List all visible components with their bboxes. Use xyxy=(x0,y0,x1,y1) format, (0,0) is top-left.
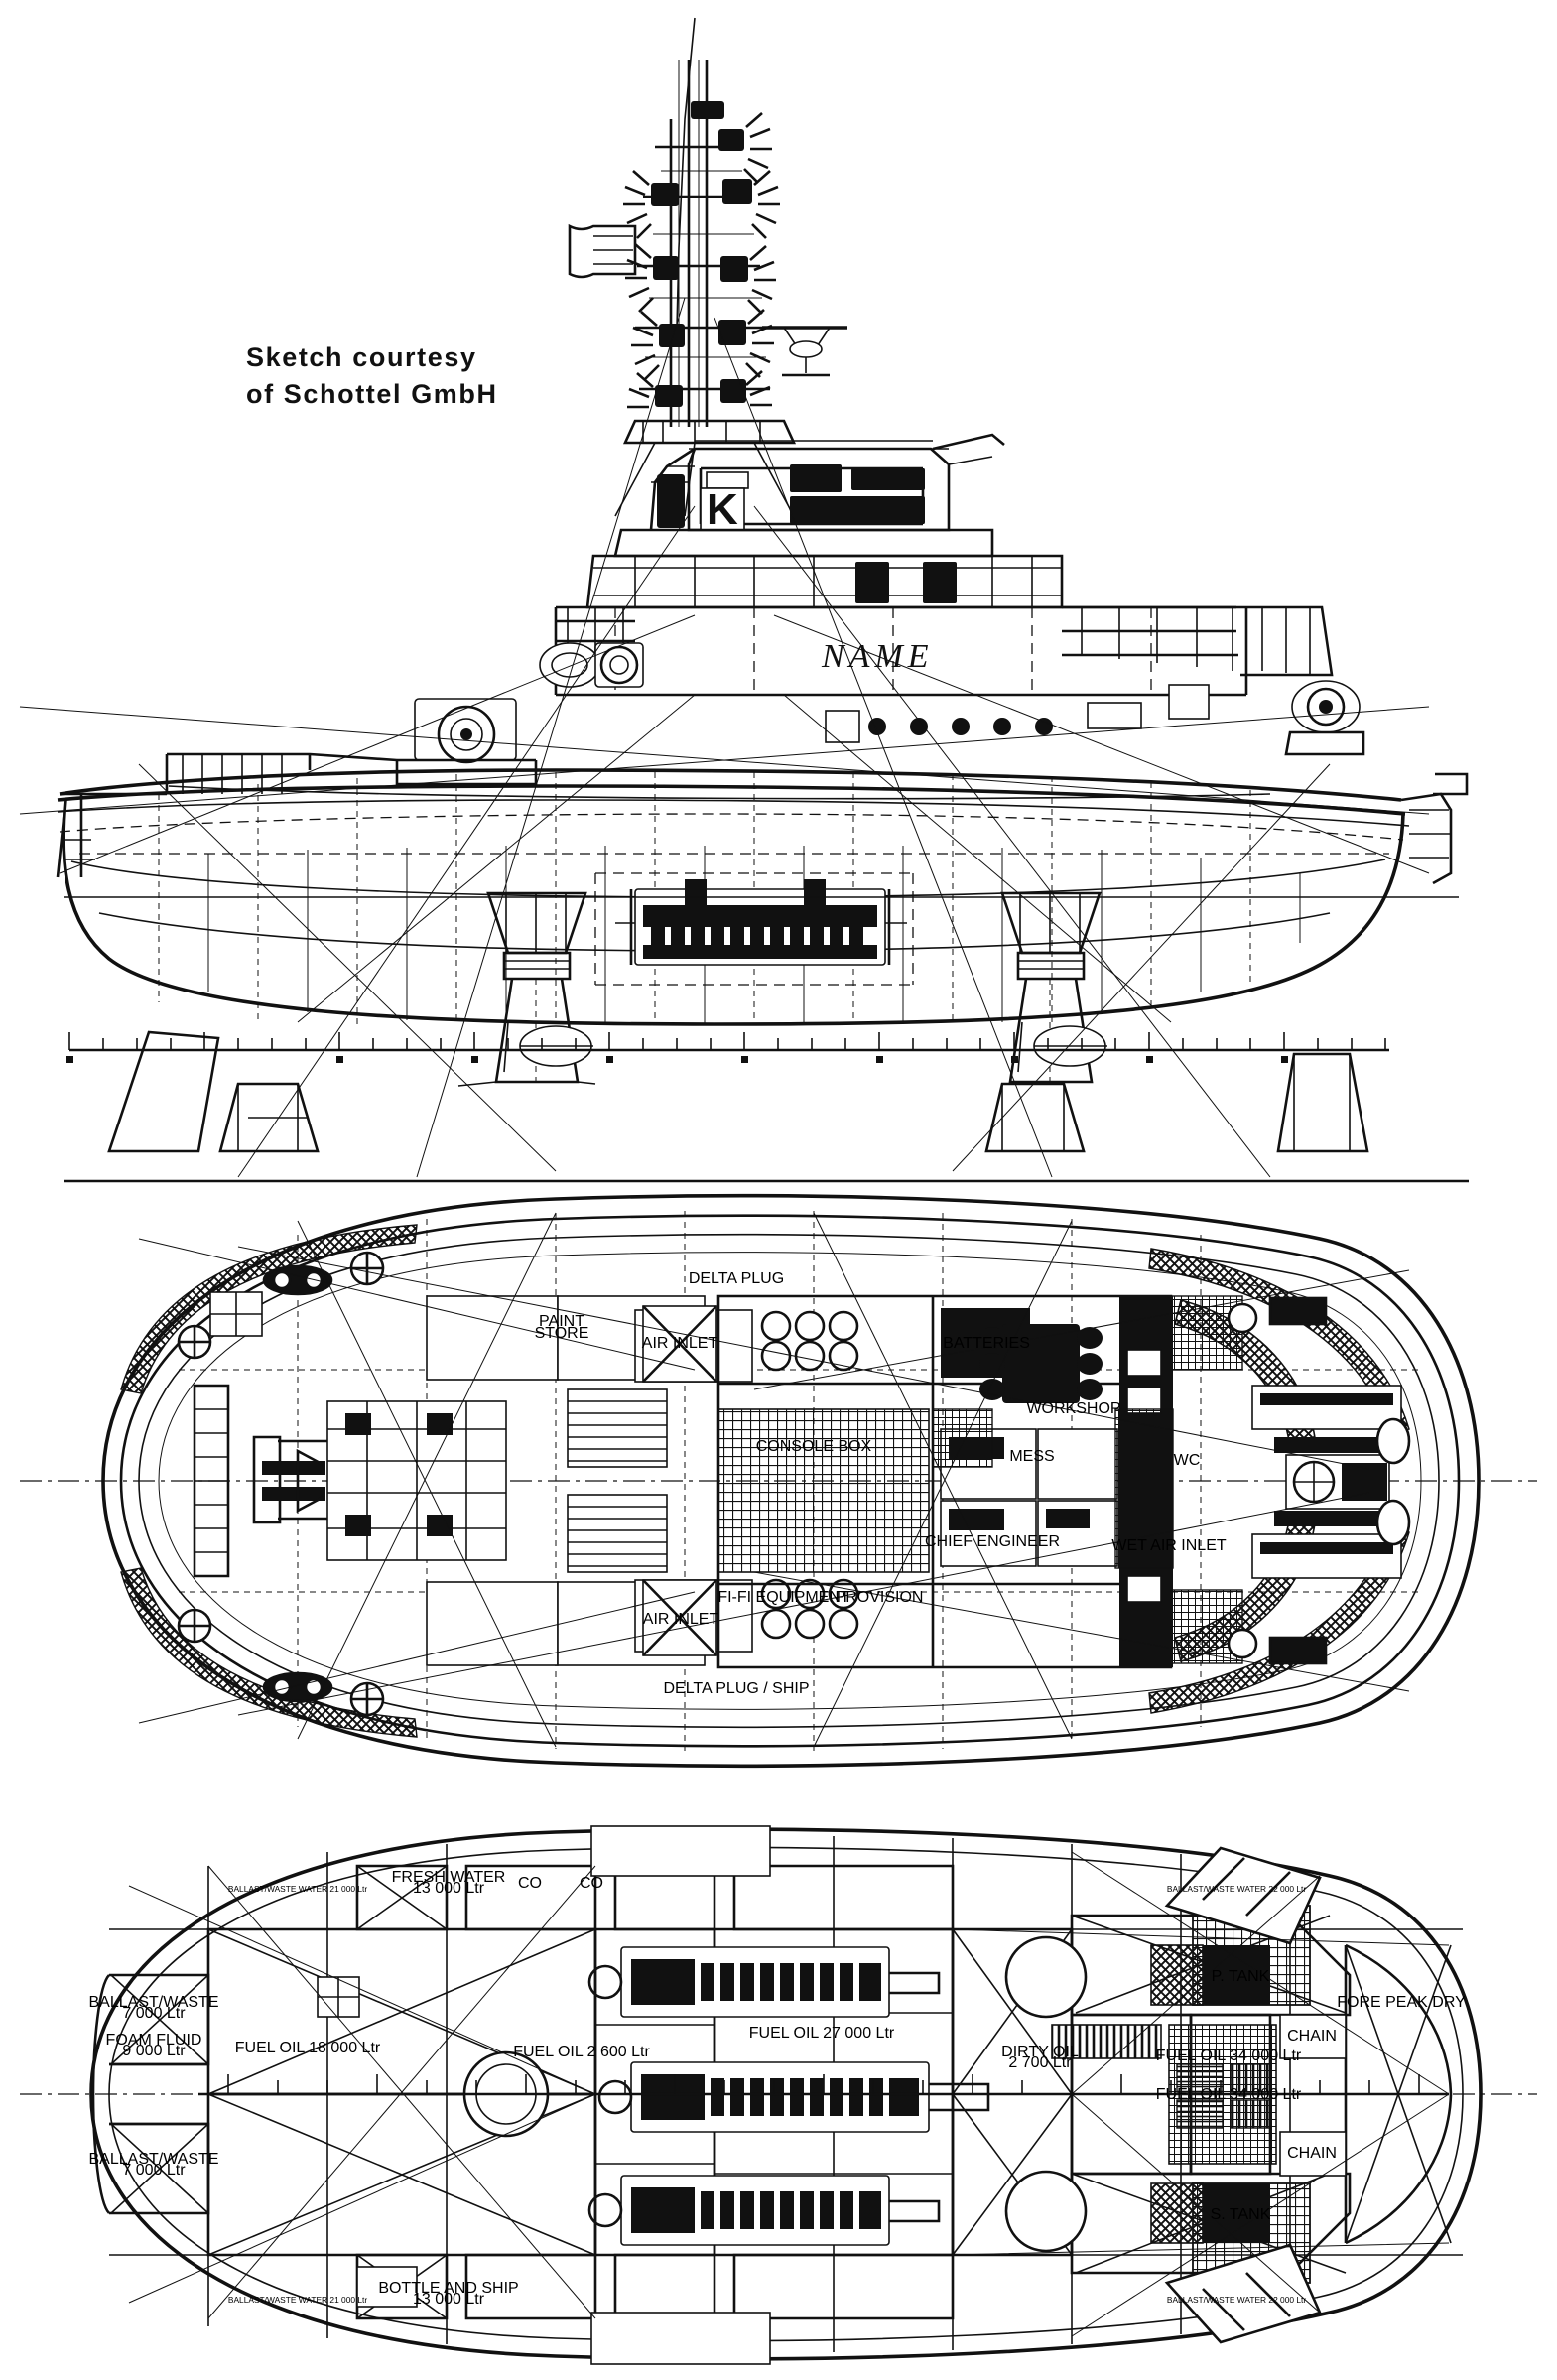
svg-text:BALLAST/WASTE WATER 22 000 Ltr: BALLAST/WASTE WATER 22 000 Ltr xyxy=(1167,1884,1306,1894)
svg-text:FI-FI EQUIPMENT: FI-FI EQUIPMENT xyxy=(717,1589,850,1606)
svg-text:WET AIR INLET: WET AIR INLET xyxy=(1111,1537,1227,1554)
svg-text:DELTA PLUG / SHIP: DELTA PLUG / SHIP xyxy=(663,1680,809,1697)
svg-text:AIR INLET: AIR INLET xyxy=(643,1611,719,1628)
svg-text:WC: WC xyxy=(1174,1452,1201,1469)
light-rays-icon xyxy=(623,112,780,409)
svg-text:PROVISION: PROVISION xyxy=(836,1589,924,1606)
svg-text:S. TANK: S. TANK xyxy=(1211,2206,1271,2223)
air-inlet-box xyxy=(642,1305,717,1656)
svg-text:FORE PEAK DRY: FORE PEAK DRY xyxy=(1337,1994,1466,2011)
svg-text:FUEL OIL 34 000 Ltr: FUEL OIL 34 000 Ltr xyxy=(1156,2086,1302,2103)
credit-note: Sketch courtesy of Schottel GmbH xyxy=(246,342,498,410)
plan-construction-lines xyxy=(138,1212,1410,1748)
signal-flag-icon xyxy=(568,223,637,279)
hawse-pipe xyxy=(1375,1417,1411,1546)
svg-text:CHAIN: CHAIN xyxy=(1287,2145,1337,2162)
svg-text:CO: CO xyxy=(518,1875,542,1892)
svg-text:BALLAST/WASTE WATER 21 000 Ltr: BALLAST/WASTE WATER 21 000 Ltr xyxy=(228,1884,367,1894)
deckhouse: NAME xyxy=(554,528,1248,743)
mess-table xyxy=(979,1324,1103,1403)
view-main-deck: PAINT STORE AIR INLET AIR INLET DELTA PL… xyxy=(20,1194,1537,1768)
svg-text:13 000 Ltr: 13 000 Ltr xyxy=(413,1880,485,1897)
svg-text:FRESH WATER: FRESH WATER xyxy=(392,1869,506,1886)
svg-text:K: K xyxy=(707,485,738,534)
stair-icon xyxy=(567,1388,668,1573)
svg-text:FUEL OIL 2 600 Ltr: FUEL OIL 2 600 Ltr xyxy=(513,2044,650,2060)
construction-lines xyxy=(19,297,1469,1183)
docking-blocks xyxy=(107,1030,1369,1153)
svg-text:7 000 Ltr: 7 000 Ltr xyxy=(122,2005,186,2022)
fore-compartments xyxy=(1051,1846,1347,2344)
wheelhouse: K xyxy=(649,433,1005,534)
svg-text:FOAM FLUID: FOAM FLUID xyxy=(106,2032,202,2049)
svg-text:7 000 Ltr: 7 000 Ltr xyxy=(122,2162,186,2179)
svg-text:WORKSHOP: WORKSHOP xyxy=(1026,1400,1120,1417)
tank-frame-scale xyxy=(198,2074,1449,2096)
funnel-logo-k: K xyxy=(700,485,745,534)
bulwark-hatching xyxy=(120,1224,1410,1738)
view-profile: K NAME xyxy=(19,17,1469,1183)
svg-text:BALLAST/WASTE WATER 22 000 Ltr: BALLAST/WASTE WATER 22 000 Ltr xyxy=(1167,2295,1306,2305)
railings xyxy=(556,605,1238,671)
svg-text:BALLAST/WASTE WATER 21 000 Ltr: BALLAST/WASTE WATER 21 000 Ltr xyxy=(228,2295,367,2305)
aft-fittings-tank xyxy=(317,1825,955,2365)
svg-text:DELTA PLUG: DELTA PLUG xyxy=(689,1270,784,1287)
svg-text:CHIEF ENGINEER: CHIEF ENGINEER xyxy=(925,1533,1060,1550)
svg-text:P. TANK: P. TANK xyxy=(1212,1968,1270,1985)
view-tank-plan: BALLAST/WASTE 7 000 Ltr FOAM FLUID 9 000… xyxy=(20,1825,1537,2365)
engine-block-icon xyxy=(643,879,877,959)
aft-tanks xyxy=(91,1974,111,2214)
frame-scale-profile xyxy=(66,1032,1389,1063)
engine-room-profile xyxy=(457,872,1107,1087)
svg-text:CO: CO xyxy=(580,1875,603,1892)
mast-assembly xyxy=(568,17,847,517)
svg-text:BALLAST/WASTE: BALLAST/WASTE xyxy=(89,2151,219,2168)
tank-construction-lines xyxy=(128,1851,1450,2337)
schottel-thruster-fwd xyxy=(1000,891,1107,1084)
hull-name-text: NAME xyxy=(821,638,934,675)
svg-text:BALLAST/WASTE: BALLAST/WASTE xyxy=(89,1994,219,2011)
svg-text:STORE: STORE xyxy=(535,1325,589,1342)
bow-detail xyxy=(1240,605,1469,885)
svg-text:FUEL OIL 34 000 Ltr: FUEL OIL 34 000 Ltr xyxy=(1156,2048,1302,2064)
svg-text:BOTTLE AND SHIP: BOTTLE AND SHIP xyxy=(378,2280,518,2297)
svg-text:FUEL OIL 18 000 Ltr: FUEL OIL 18 000 Ltr xyxy=(235,2040,381,2056)
fwd-deck-machinery xyxy=(1227,1296,1402,1665)
svg-text:AIR INLET: AIR INLET xyxy=(642,1335,718,1352)
svg-text:FUEL OIL 27 000 Ltr: FUEL OIL 27 000 Ltr xyxy=(749,2025,895,2042)
svg-text:9 000 Ltr: 9 000 Ltr xyxy=(122,2043,186,2059)
porthole-row xyxy=(868,718,1053,735)
svg-text:PAINT: PAINT xyxy=(539,1313,584,1330)
hull-profile xyxy=(56,752,1410,1026)
svg-text:CHAIN: CHAIN xyxy=(1287,2028,1337,2045)
deck-plan-label-group: PAINT STORE AIR INLET AIR INLET DELTA PL… xyxy=(535,1270,1227,1697)
svg-text:13 000 Ltr: 13 000 Ltr xyxy=(413,2291,485,2308)
svg-text:DIRTY OIL: DIRTY OIL xyxy=(1001,2044,1079,2060)
svg-text:BATTERIES: BATTERIES xyxy=(943,1335,1030,1352)
radar-scanner-icon xyxy=(762,326,847,377)
engine-plan xyxy=(587,1946,990,2246)
tank-plan-label-group: BALLAST/WASTE 7 000 Ltr FOAM FLUID 9 000… xyxy=(89,1869,1467,2308)
deck-compartments xyxy=(177,1251,1411,1717)
schottel-thruster-aft xyxy=(457,891,596,1087)
svg-text:MESS: MESS xyxy=(1009,1448,1054,1465)
svg-text:CONSOLE BOX: CONSOLE BOX xyxy=(756,1438,872,1455)
deck-machinery-profile xyxy=(395,642,1365,786)
svg-text:2 700 Ltr: 2 700 Ltr xyxy=(1008,2054,1072,2071)
